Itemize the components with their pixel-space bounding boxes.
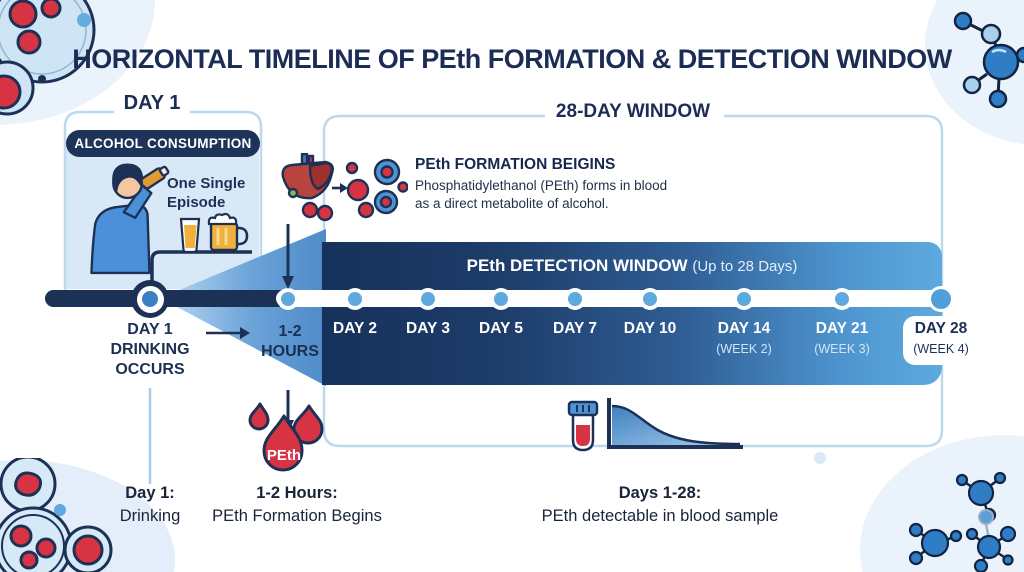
beer-glass-icon [179, 217, 201, 254]
drop-label: PEth [267, 447, 301, 464]
formation-body: Phosphatidylethanol (PEth) forms in bloo… [415, 177, 667, 213]
timeline-label-day7: DAY 7 [553, 320, 597, 337]
alcohol-consumption-badge: ALCOHOL CONSUMPTION [66, 130, 260, 157]
caption-hours-text: PEth Formation Begins [212, 507, 382, 525]
caption-window-title: Days 1-28: [618, 484, 702, 502]
detection-banner: PEth DETECTION WINDOW (Up to 28 Days) [322, 256, 942, 276]
timeline-hours-label: 1-2 HOURS [261, 322, 319, 362]
caption-hours-title: 1-2 Hours: [256, 484, 338, 502]
liver-icon [281, 153, 334, 222]
formation-heading: PEth FORMATION BEIGINS [415, 156, 616, 173]
start-right-arrow-icon [206, 327, 250, 339]
detection-banner-subtitle: (Up to 28 Days) [692, 258, 798, 275]
timeline-dot-hours [277, 288, 299, 310]
timeline-label-day14: DAY 14(WEEK 2) [716, 320, 772, 356]
timeline-bar-window [276, 290, 952, 307]
start-line3: OCCURS [115, 361, 185, 378]
timeline-dot-day2 [344, 288, 366, 310]
blood-drops-icon: PEth [248, 402, 324, 472]
episode-line1: One Single [167, 175, 246, 192]
caption-hours: 1-2 Hours: PEth Formation Begins [212, 482, 382, 528]
timeline-dot-day1 [131, 280, 169, 318]
liver-down-arrow-icon [282, 224, 294, 289]
page-title: HORIZONTAL TIMELINE OF PEth FORMATION & … [72, 44, 952, 74]
person-drinking-icon [90, 163, 170, 275]
window-heading: 28-DAY WINDOW [555, 101, 711, 122]
episode-label: One Single Episode [167, 174, 245, 212]
blood-cells-icon [345, 158, 408, 219]
molecule-cluster-bottom-right-icon [908, 471, 1017, 572]
day-28-white-notch [903, 316, 981, 365]
day1-heading: DAY 1 [123, 92, 181, 114]
episode-line2: Episode [167, 194, 226, 211]
cell-cluster-top-left-icon [0, 0, 96, 116]
timeline-dot-day7 [564, 288, 586, 310]
liver-to-blood-arrow-icon [332, 183, 348, 193]
timeline-label-day28: DAY 28(WEEK 4) [913, 320, 969, 356]
caption-window-text: PEth detectable in blood sample [541, 507, 779, 525]
timeline-dot-day28 [928, 286, 954, 312]
caption-day1-text: Drinking [119, 507, 181, 525]
cell-cluster-bottom-left-icon [0, 458, 113, 572]
timeline-dot-day21 [831, 288, 853, 310]
hours-line2: HOURS [261, 343, 319, 360]
timeline-dot-day10 [639, 288, 661, 310]
day1-bracket [63, 110, 263, 290]
caption-day1-title: Day 1: [125, 484, 175, 502]
timeline-label-day21: DAY 21(WEEK 3) [814, 320, 870, 356]
card-to-dot-connector [150, 250, 252, 281]
timeline-label-day2: DAY 2 [333, 320, 377, 337]
start-line2: DRINKING [110, 341, 190, 358]
timeline-dot-day14 [733, 288, 755, 310]
caption-window: Days 1-28: PEth detectable in blood samp… [542, 482, 779, 528]
timeline-label-day5: DAY 5 [479, 320, 523, 337]
formation-body-line1: Phosphatidylethanol (PEth) forms in bloo… [415, 178, 668, 193]
formation-body-line2: as a direct metabolite of alcohol. [415, 196, 609, 211]
timeline-start-label: DAY 1 DRINKING OCCURS [110, 320, 189, 380]
detection-banner-title: PEth DETECTION WINDOW [466, 256, 688, 275]
timeline-label-day10: DAY 10 [623, 320, 677, 337]
caption-day1: Day 1: Drinking [120, 482, 181, 528]
decay-curve-icon [607, 398, 743, 449]
beer-mug-icon [207, 212, 249, 252]
detection-window-block [322, 242, 981, 385]
timeline-dot-day5 [490, 288, 512, 310]
start-line1: DAY 1 [127, 321, 173, 338]
hours-line1: 1-2 [278, 323, 302, 340]
test-tube-icon [567, 400, 599, 452]
timeline-label-day3: DAY 3 [406, 320, 450, 337]
molecule-top-right-icon [953, 11, 1024, 109]
timeline-dot-day3 [417, 288, 439, 310]
funnel-wedge [160, 229, 326, 386]
